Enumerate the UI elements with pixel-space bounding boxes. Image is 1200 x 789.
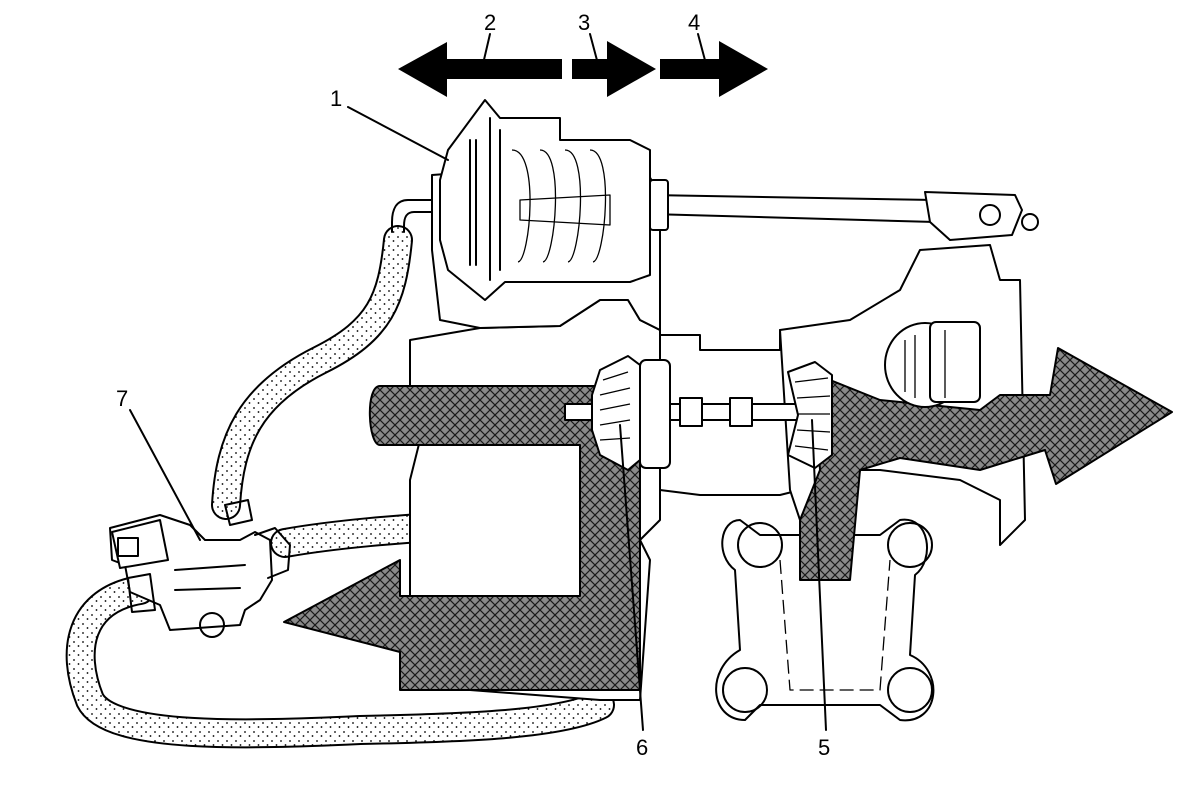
wastegate-actuator bbox=[439, 99, 1039, 301]
arrow-right-icon bbox=[660, 41, 768, 97]
compressor-wheel bbox=[591, 355, 641, 471]
callout-2: 2 bbox=[484, 10, 496, 35]
arrow-right-icon bbox=[572, 41, 656, 97]
turbine-wheel bbox=[787, 361, 833, 469]
callouts: 1 2 3 4 5 6 7 bbox=[116, 10, 830, 760]
actuator-tube bbox=[391, 199, 451, 233]
turbo-shaft-assembly bbox=[564, 355, 833, 471]
callout-5: 5 bbox=[818, 735, 830, 760]
callout-4: 4 bbox=[688, 10, 700, 35]
turbine-nut bbox=[884, 321, 981, 408]
callout-7: 7 bbox=[116, 386, 128, 411]
callout-3: 3 bbox=[578, 10, 590, 35]
hatched-flow-arrow-left-icon bbox=[283, 385, 641, 691]
hatched-flow-arrow-right-icon bbox=[799, 347, 1173, 581]
vacuum-hoses bbox=[65, 225, 615, 749]
callout-1: 1 bbox=[330, 86, 342, 111]
direction-arrows bbox=[398, 41, 768, 97]
callout-6: 6 bbox=[636, 735, 648, 760]
wastegate-solenoid bbox=[109, 499, 291, 638]
double-arrow-left-icon bbox=[398, 42, 562, 97]
